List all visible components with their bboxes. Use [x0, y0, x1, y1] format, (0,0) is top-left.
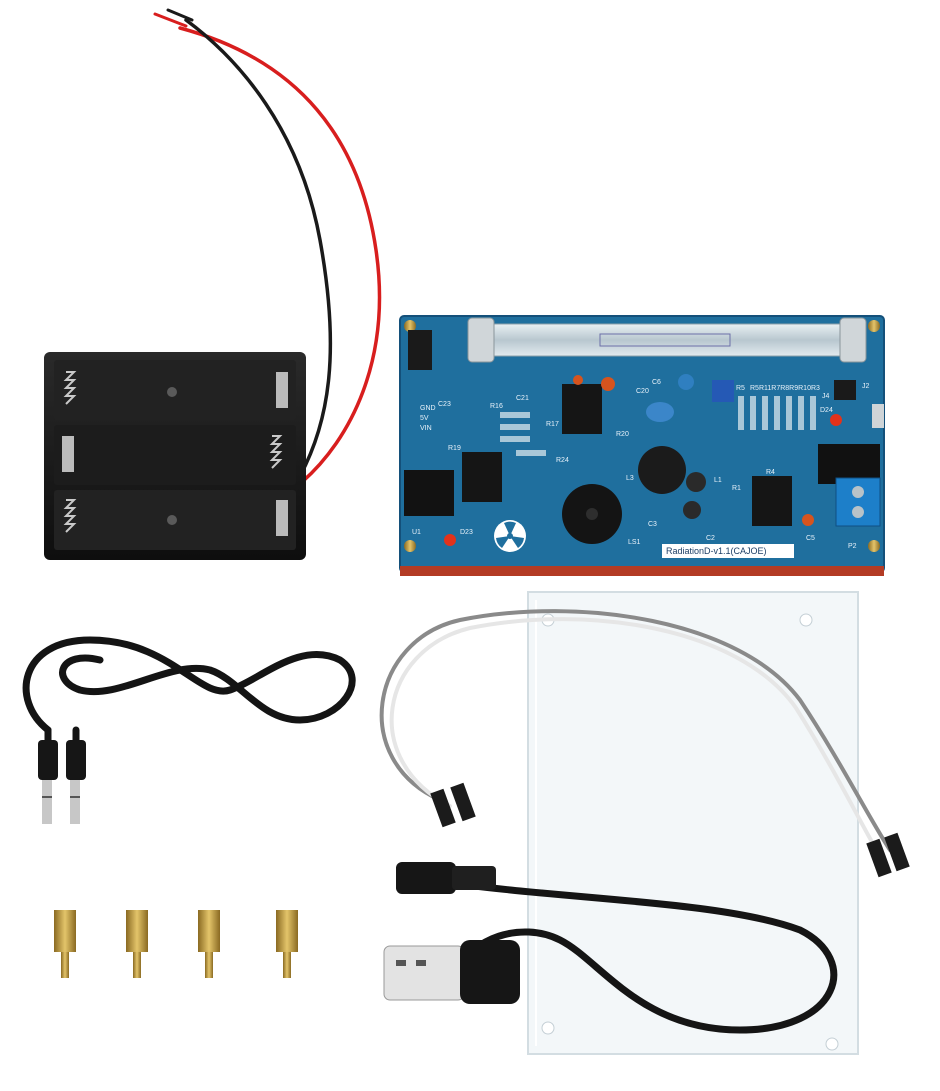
silk-r16: R16 [490, 403, 503, 410]
acrylic-hole [541, 1021, 555, 1035]
ic-chip [562, 384, 602, 434]
potentiometer [712, 380, 734, 402]
capacitor [573, 375, 583, 385]
silk-p2: P2 [848, 543, 857, 550]
capacitor [802, 514, 814, 526]
silk-gnd: GND [420, 405, 436, 412]
jumper-wires [379, 609, 910, 878]
usb-plug [383, 940, 520, 1004]
silk-d24: D24 [820, 407, 833, 414]
geiger-counter-board: C23 C21 C20 C6 R16 R17 R19 R24 R20 D23 D… [399, 315, 885, 576]
silk-r20: R20 [616, 431, 629, 438]
mount-screw [868, 540, 880, 552]
ic-chip [752, 476, 792, 526]
dc-barrel-plug [396, 862, 496, 894]
slide-switch [872, 404, 884, 428]
acrylic-hole [799, 613, 813, 627]
audio-jack [404, 470, 454, 516]
silk-r1: R1 [732, 485, 741, 492]
capacitor [683, 501, 701, 519]
silk-j2: J2 [862, 383, 870, 390]
silk-l1: L1 [714, 477, 722, 484]
silk-r5: R5 [736, 385, 745, 392]
acrylic-hole [825, 1037, 839, 1051]
geiger-tube [467, 317, 867, 363]
acrylic-plate [527, 591, 859, 1055]
silk-c21: C21 [516, 395, 529, 402]
battery-holder [44, 352, 306, 560]
capacitor [678, 374, 694, 390]
silk-c23: C23 [438, 401, 451, 408]
audio-plug [38, 740, 86, 824]
silk-vin: VIN [420, 425, 432, 432]
silk-r17: R17 [546, 421, 559, 428]
capacitor [601, 377, 615, 391]
radiation-symbol [494, 520, 526, 552]
battery-wires [153, 8, 382, 484]
silk-r24: R24 [556, 457, 569, 464]
brass-standoff [54, 910, 76, 978]
silk-c5: C5 [806, 535, 815, 542]
usb-cable [426, 876, 838, 1034]
led-red [444, 534, 456, 546]
capacitor [646, 402, 674, 422]
silk-d23: D23 [460, 529, 473, 536]
resistor-row [500, 412, 546, 456]
board-version-label: RadiationD-v1.1(CAJOE) [666, 546, 767, 556]
mount-screw [404, 320, 416, 332]
silk-c3: C3 [648, 521, 657, 528]
mount-screw [404, 540, 416, 552]
silk-r4: R4 [766, 469, 775, 476]
silk-r19: R19 [448, 445, 461, 452]
dc-jack [818, 444, 880, 484]
inductor [638, 446, 686, 494]
silk-5v: 5V [420, 415, 429, 422]
brass-standoff [198, 910, 220, 978]
silk-ls1: LS1 [628, 539, 641, 546]
silk-resistor-network: R5R11R7R8R9R10R3 [750, 385, 820, 392]
capacitor [686, 472, 706, 492]
silk-u1: U1 [412, 529, 421, 536]
led-red [830, 414, 842, 426]
silk-l3: L3 [626, 475, 634, 482]
mount-screw [868, 320, 880, 332]
brass-standoff [126, 910, 148, 978]
battery-spring [63, 371, 283, 533]
terminal-block [835, 477, 881, 527]
ic-chip [462, 452, 502, 502]
silk-c20: C20 [636, 388, 649, 395]
silk-c2: C2 [706, 535, 715, 542]
silk-c6: C6 [652, 379, 661, 386]
silk-j4: J4 [822, 393, 830, 400]
resistor-array [738, 396, 816, 430]
brass-standoff [276, 910, 298, 978]
